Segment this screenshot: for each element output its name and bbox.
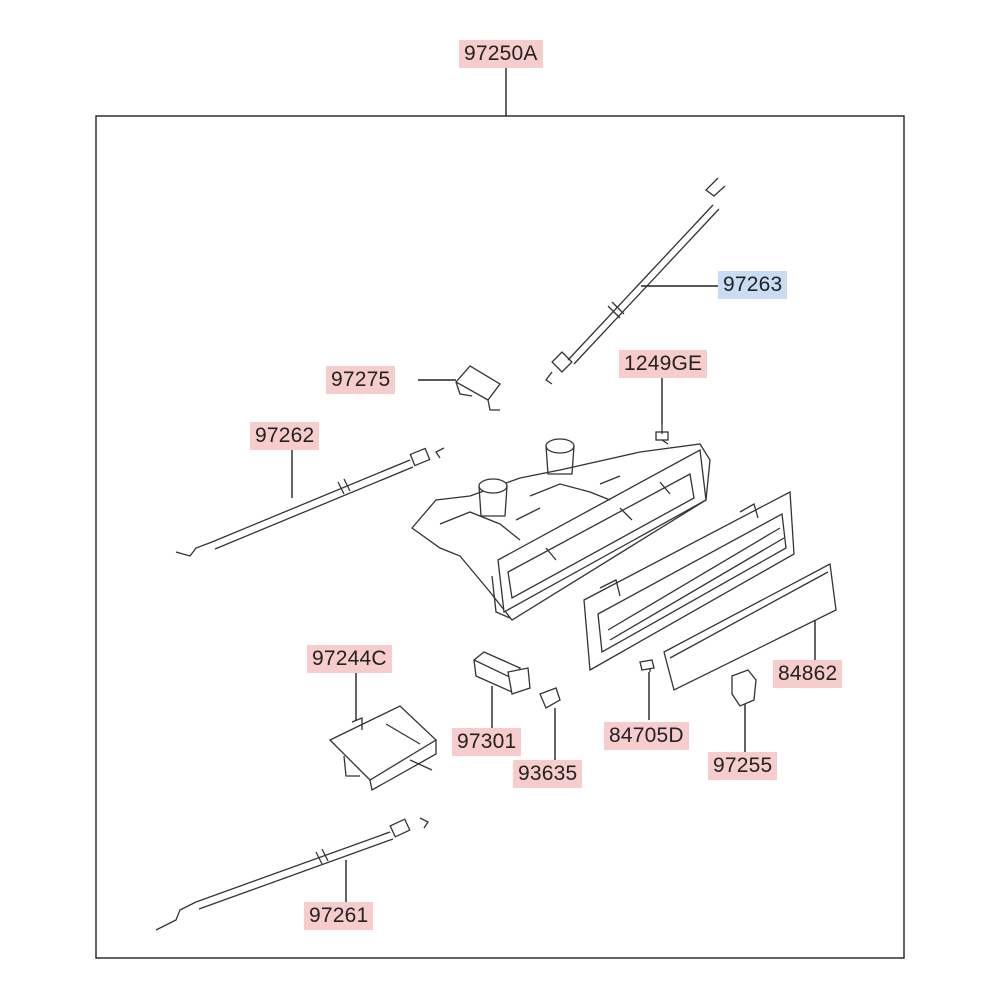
cable-97261 xyxy=(155,817,429,931)
label-screw-bottom[interactable]: 84705D xyxy=(604,722,689,750)
label-knob[interactable]: 97255 xyxy=(708,752,778,780)
knob-97255 xyxy=(731,669,757,707)
switch-97301 xyxy=(472,651,531,695)
label-screw-top[interactable]: 1249GE xyxy=(619,350,708,378)
label-cable-bottom[interactable]: 97261 xyxy=(304,902,374,930)
label-lens[interactable]: 84862 xyxy=(773,660,843,688)
label-module[interactable]: 97244C xyxy=(307,645,392,673)
cable-97262 xyxy=(175,447,445,557)
front-panel xyxy=(583,490,795,672)
label-cable-top[interactable]: 97263 xyxy=(718,271,788,299)
label-switch[interactable]: 97301 xyxy=(452,728,522,756)
lens-84862 xyxy=(663,562,837,691)
screw-84705d xyxy=(639,659,655,672)
control-housing xyxy=(411,438,711,621)
label-assembly[interactable]: 97250A xyxy=(459,40,543,68)
assembly-frame xyxy=(95,115,905,959)
label-cable-left[interactable]: 97262 xyxy=(250,422,320,450)
label-clip[interactable]: 97275 xyxy=(326,366,396,394)
cable-97263 xyxy=(545,177,726,385)
bulb-93635 xyxy=(539,687,561,709)
screw-1249ge xyxy=(655,424,669,445)
clip-97275 xyxy=(454,365,501,411)
module-97244c xyxy=(328,705,438,792)
label-bulb[interactable]: 93635 xyxy=(513,760,583,788)
